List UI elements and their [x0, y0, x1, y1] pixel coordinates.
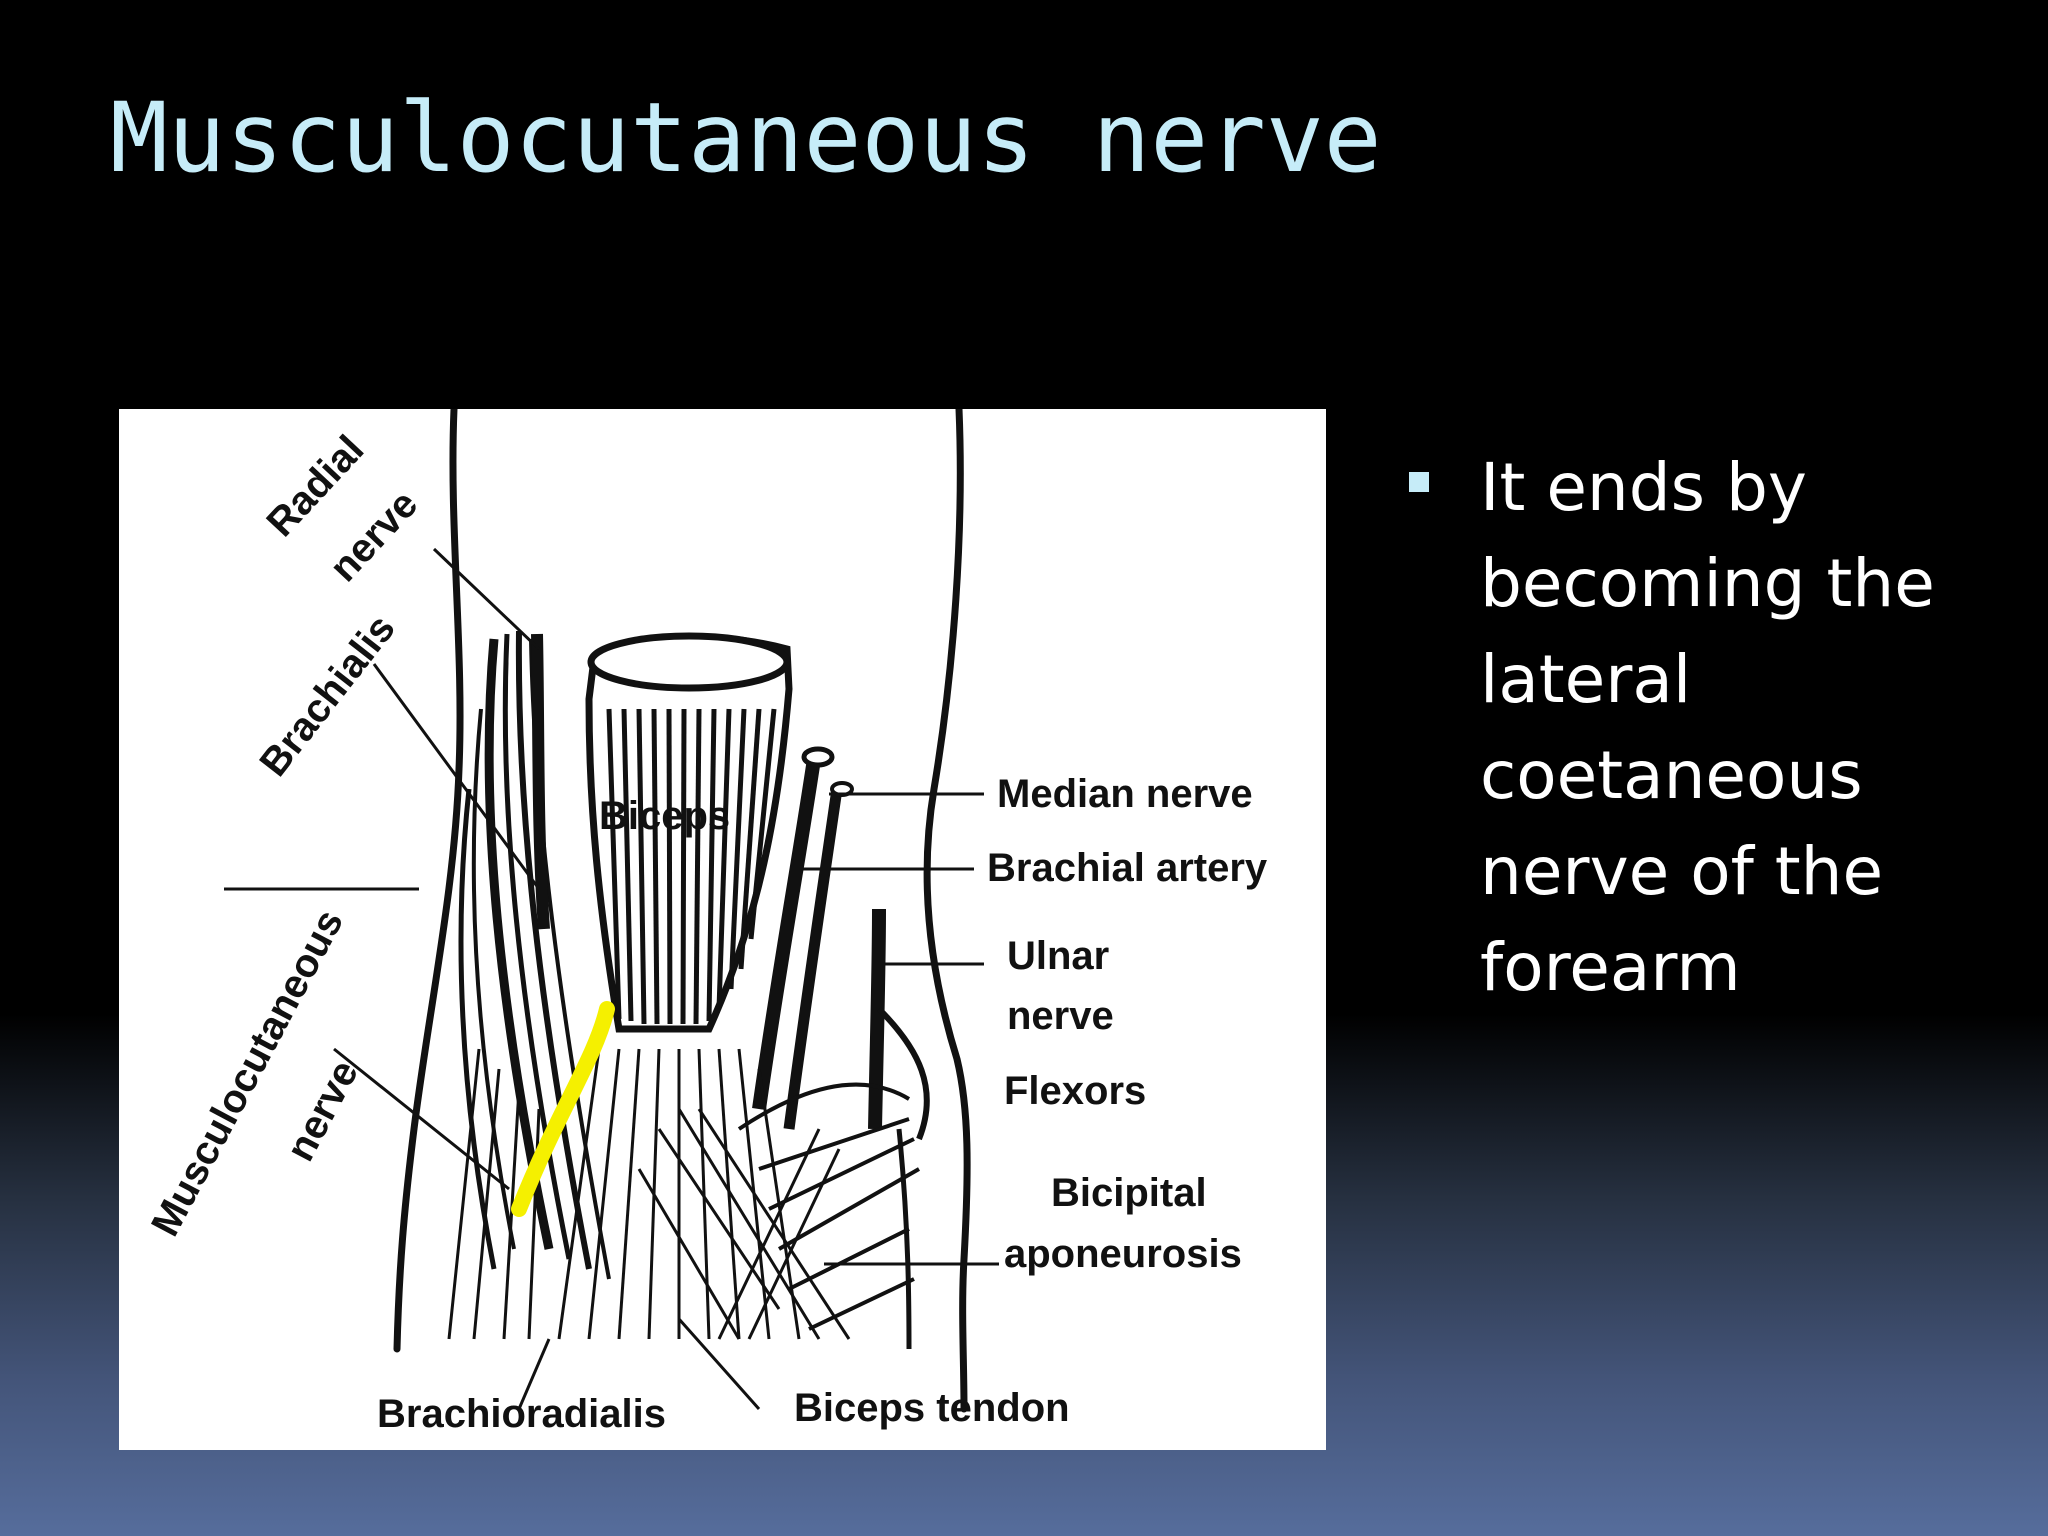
musculocutaneous-nerve-highlight: [511, 1001, 615, 1217]
label-radial-nerve-line2: nerve: [321, 482, 426, 590]
arm-outline-left: [393, 409, 464, 1353]
leader-brachialis: [372, 663, 541, 890]
label-ulnar-line1: Ulnar: [1007, 934, 1109, 978]
leader-musculocutaneous: [333, 1047, 510, 1191]
label-bicipital-line1: Bicipital: [1051, 1171, 1207, 1215]
leader-brachioradialis: [517, 1338, 551, 1410]
ulnar-nerve: [868, 908, 886, 1130]
label-brachialis: Brachialis: [251, 607, 403, 785]
bullet-list: It ends by becoming the lateral coetaneo…: [1405, 440, 2005, 1016]
leader-radial-nerve: [432, 547, 541, 651]
radial-nerve: [531, 633, 550, 930]
label-ulnar-line2: nerve: [1007, 994, 1114, 1038]
label-median-nerve: Median nerve: [997, 772, 1253, 816]
leader-biceps-tendon: [677, 1318, 761, 1410]
label-bicipital-line2: aponeurosis: [1004, 1232, 1242, 1276]
biceps-muscle: [585, 632, 793, 1033]
label-musculocutaneous-line2: nerve: [278, 1053, 367, 1168]
forearm-fibers: [447, 1048, 851, 1340]
label-biceps: Biceps: [599, 794, 730, 838]
bullet-item: It ends by becoming the lateral coetaneo…: [1405, 440, 2005, 1016]
anatomy-diagram: Radial nerve Brachialis Musculocutaneous…: [119, 409, 1326, 1450]
elbow-anatomy-illustration: Radial nerve Brachialis Musculocutaneous…: [143, 409, 1268, 1436]
bullet-text: It ends by becoming the lateral coetaneo…: [1480, 449, 1935, 1006]
leader-lines: [224, 547, 999, 1410]
arm-outline: [393, 409, 971, 1413]
square-bullet-icon: [1409, 472, 1429, 492]
label-brachioradialis: Brachioradialis: [377, 1392, 666, 1436]
label-flexors: Flexors: [1004, 1069, 1146, 1113]
label-brachial-artery: Brachial artery: [987, 846, 1268, 890]
slide-title: Musculocutaneous nerve: [110, 82, 1382, 194]
median-nerve-artery: [752, 746, 854, 1130]
label-biceps-tendon: Biceps tendon: [794, 1386, 1070, 1430]
arm-outline-right: [923, 409, 971, 1413]
